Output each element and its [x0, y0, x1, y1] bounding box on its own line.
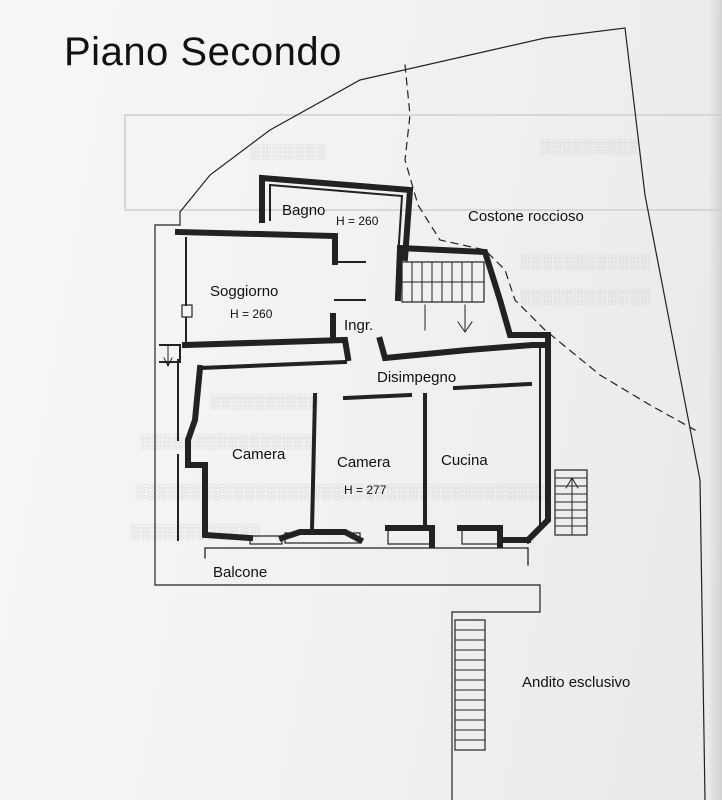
bleed-through-text: ░░░░░░░░░ [540, 140, 639, 155]
external-stair-right-steps [554, 477, 588, 536]
window [284, 532, 361, 544]
bleed-through-text: ░░░░░░░░░░░░░░░░ [140, 435, 315, 450]
bleed-through-text: ░░░░░░░░░░ [210, 395, 320, 410]
balcony-line [204, 547, 529, 566]
stair-arrow-left [163, 345, 173, 368]
chimney [181, 304, 193, 318]
paper-edge-shadow [708, 0, 722, 800]
andito-stair [454, 619, 486, 751]
window [249, 535, 283, 545]
wall-bagno-inner [269, 183, 404, 260]
room-label-ingresso: Ingr. [344, 317, 374, 334]
stair-arrow [424, 304, 473, 333]
lot-boundary-upper [179, 27, 706, 800]
room-label-soggiorno: Soggiorno [210, 283, 279, 300]
wall-camera-divider [309, 392, 318, 533]
room-height-camera-2: H = 277 [344, 483, 387, 497]
window [387, 527, 433, 545]
area-label-andito: Andito esclusivo [522, 674, 631, 691]
wall-soggiorno-top [174, 228, 338, 265]
wall-bagno [259, 174, 414, 262]
wall-hallway [334, 261, 366, 301]
bleed-through-frame [124, 114, 722, 211]
andito-stair-steps [454, 629, 486, 741]
bleed-through-text: ░░░░░░░░░░░░ [520, 290, 652, 305]
page-title: Piano Secondo [64, 30, 342, 74]
wall-stair [394, 244, 551, 545]
wall-corridor-top [376, 336, 551, 362]
area-label-rock: Costone roccioso [468, 208, 584, 225]
wall-outer-bottom [385, 525, 531, 548]
wall-corridor-bottom [197, 359, 533, 401]
room-height-soggiorno: H = 260 [230, 307, 273, 321]
room-label-camera-1: Camera [232, 446, 286, 463]
lot-boundary [154, 211, 541, 601]
staircase-steps [401, 261, 485, 303]
room-label-cucina: Cucina [441, 452, 488, 469]
window [461, 527, 501, 545]
room-label-bagno: Bagno [282, 202, 326, 219]
room-label-disimpegno: Disimpegno [377, 369, 457, 386]
room-label-camera-2: Camera [337, 454, 391, 471]
andito-boundary [451, 599, 541, 800]
room-label-balcone: Balcone [213, 564, 268, 581]
room-height-bagno: H = 260 [336, 214, 379, 228]
wall-camera-left [185, 364, 365, 545]
bleed-through-text: ░░░░░░░░░░░░░░░░░░░░░░░░░░░░░░░░░░░░░░ [135, 485, 550, 500]
bleed-through-text: ░░░░░░░ [250, 145, 327, 160]
bleed-through-text: ░░░░░░░░░░░░ [520, 255, 652, 270]
wall-soggiorno-bottom [181, 313, 352, 362]
wall-left-outer [159, 344, 181, 541]
